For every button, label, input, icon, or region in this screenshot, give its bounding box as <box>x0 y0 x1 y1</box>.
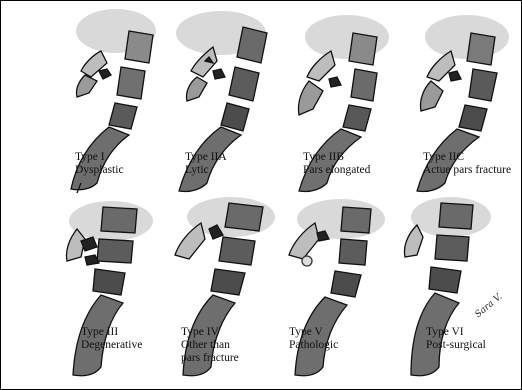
type-description: Degenerative <box>81 339 142 352</box>
label-type-v: Type V Pathologic <box>289 326 338 352</box>
label-type-iib: Type IIB Pars elongated <box>303 151 370 177</box>
panel-type-iii <box>41 199 166 384</box>
spine-sketch-image <box>259 199 384 384</box>
type-name: Type I <box>75 151 124 164</box>
type-name: Type V <box>289 326 338 339</box>
spine-sketch-image <box>381 199 506 384</box>
label-type-i: Type I Dysplastic <box>75 151 124 177</box>
panel-type-v <box>259 199 384 384</box>
label-type-iia: Type IIA Lytic <box>185 151 227 177</box>
type-description: Lytic <box>185 164 227 177</box>
type-description: Other than <box>181 339 239 352</box>
label-type-iii: Type III Degenerative <box>81 326 142 352</box>
type-name: Type IIC <box>423 151 511 164</box>
type-description-line2: pars fracture <box>181 352 239 365</box>
type-name: Type III <box>81 326 142 339</box>
type-description: Pars elongated <box>303 164 370 177</box>
spine-sketch-image <box>41 199 166 384</box>
label-type-vi: Type VI Post-surgical <box>426 326 486 352</box>
type-description: Post-surgical <box>426 339 486 352</box>
type-name: Type IIB <box>303 151 370 164</box>
type-name: Type VI <box>426 326 486 339</box>
label-type-iic: Type IIC Actue pars fracture <box>423 151 511 177</box>
type-description: Actue pars fracture <box>423 164 511 177</box>
type-name: Type IIA <box>185 151 227 164</box>
panel-type-vi <box>381 199 506 384</box>
type-description: Pathologic <box>289 339 338 352</box>
label-type-iv: Type IV Other than pars fracture <box>181 326 239 365</box>
type-name: Type IV <box>181 326 239 339</box>
type-description: Dysplastic <box>75 164 124 177</box>
